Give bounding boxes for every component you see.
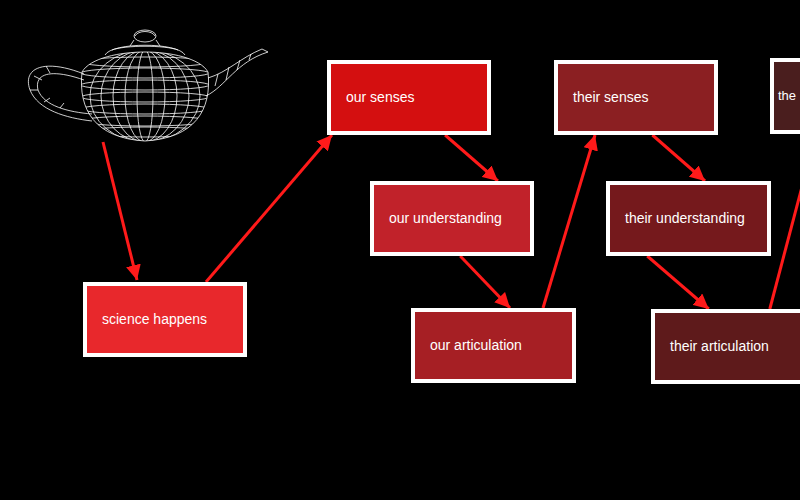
process-box: their understanding xyxy=(606,181,771,256)
process-box: our articulation xyxy=(411,308,576,383)
process-box: the xyxy=(770,58,800,134)
box-label: science happens xyxy=(102,311,207,328)
process-box: our senses xyxy=(327,60,491,135)
box-label: our understanding xyxy=(389,210,502,227)
process-box: their articulation xyxy=(651,309,800,384)
box-label: their articulation xyxy=(670,338,769,355)
box-label: their senses xyxy=(573,89,648,106)
flow-arrow xyxy=(206,135,332,282)
flow-arrow xyxy=(652,135,705,181)
box-label: our senses xyxy=(346,89,414,106)
teapot-arrow xyxy=(103,142,137,280)
box-label: our articulation xyxy=(430,337,522,354)
flow-arrow xyxy=(460,256,510,308)
process-box: science happens xyxy=(83,282,247,357)
flow-arrow xyxy=(445,135,498,181)
box-label: their understanding xyxy=(625,210,745,227)
flow-arrow xyxy=(770,134,800,309)
flow-arrow xyxy=(647,256,709,309)
process-box: their senses xyxy=(554,60,718,135)
teapot-wireframe xyxy=(28,30,268,142)
process-box: our understanding xyxy=(370,181,534,256)
box-label: the xyxy=(778,88,796,104)
flow-arrow xyxy=(543,135,595,308)
